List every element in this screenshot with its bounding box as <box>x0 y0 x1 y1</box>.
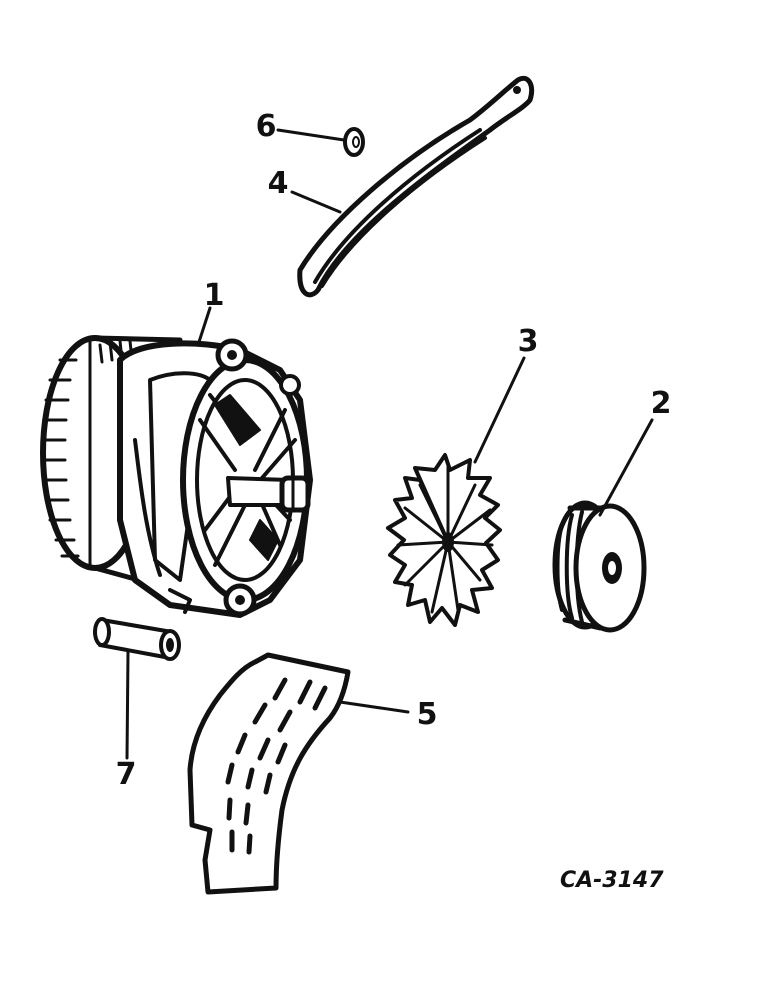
leader-line-4 <box>290 190 342 214</box>
callout-4: 4 <box>267 166 289 201</box>
callout-7: 7 <box>115 757 137 792</box>
callout-5: 5 <box>416 697 438 732</box>
spacer <box>93 617 181 661</box>
callout-3: 3 <box>517 324 539 359</box>
leader-line-6 <box>276 128 346 142</box>
callout-6: 6 <box>255 109 277 144</box>
washer <box>343 127 365 157</box>
callout-1: 1 <box>203 278 225 313</box>
shield <box>187 652 351 895</box>
leader-line-5 <box>338 700 410 714</box>
leader-line-1 <box>196 306 212 347</box>
leader-lines <box>125 128 654 760</box>
adjusting-brace <box>297 75 535 298</box>
figure-code: CA-3147 <box>560 868 664 893</box>
leader-line-2 <box>598 418 654 517</box>
pulley <box>552 500 647 633</box>
alternator <box>40 335 313 618</box>
fan <box>386 453 502 627</box>
leader-line-7 <box>125 650 130 760</box>
leader-line-3 <box>473 356 526 464</box>
callout-2: 2 <box>650 386 672 421</box>
